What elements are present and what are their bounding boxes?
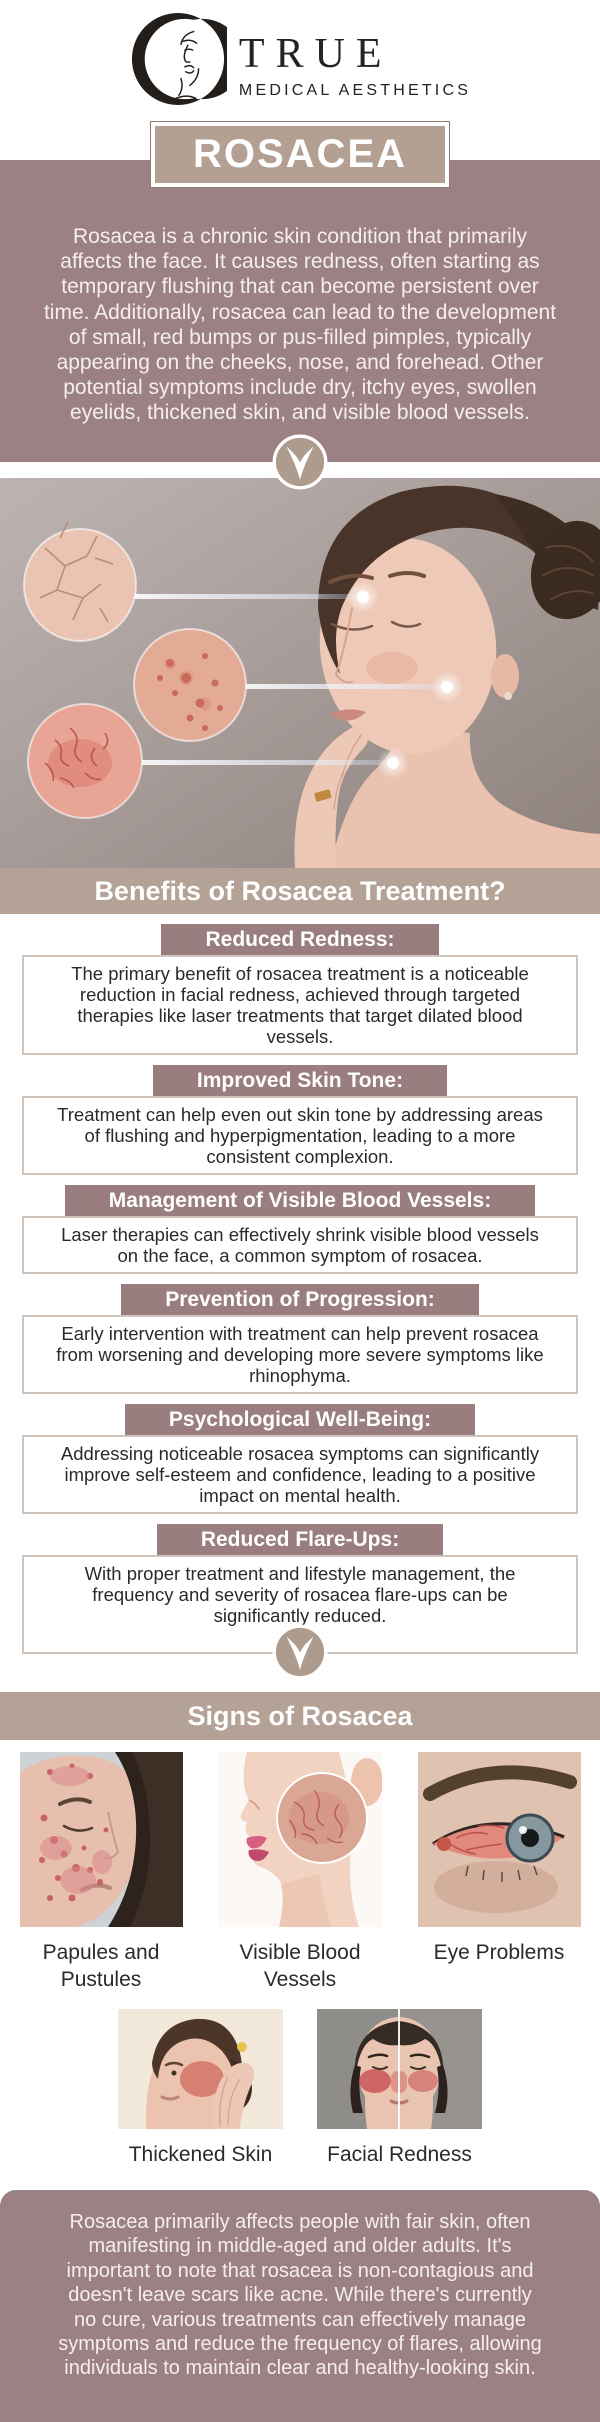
benefit-item: Prevention of Progression: Early interve…	[22, 1284, 578, 1394]
signs-heading: Signs of Rosacea	[187, 1701, 413, 1731]
chevron-down-icon	[272, 1624, 328, 1680]
benefits-heading: Benefits of Rosacea Treatment?	[94, 876, 506, 906]
benefit-body: Early intervention with treatment can he…	[22, 1315, 578, 1394]
brand-subtitle: MEDICAL AESTHETICS	[238, 81, 472, 99]
benefit-title: Improved Skin Tone:	[152, 1065, 448, 1097]
sign-card-blood-vessels: Visible Blood Vessels	[218, 1752, 382, 1993]
signs-row-2: Thickened Skin Facial Red	[0, 2009, 600, 2168]
sign-label: Visible Blood Vessels	[239, 1941, 361, 1991]
page-title-box: ROSACEA	[150, 122, 450, 187]
benefit-body: With proper treatment and lifestyle mana…	[22, 1555, 578, 1680]
benefit-title: Reduced Flare-Ups:	[156, 1524, 444, 1556]
benefit-body-text: With proper treatment and lifestyle mana…	[84, 1563, 516, 1626]
zoom-circle-dry-skin	[23, 521, 137, 642]
benefit-item: Management of Visible Blood Vessels: Las…	[22, 1185, 578, 1274]
benefit-body: Treatment can help even out skin tone by…	[22, 1096, 578, 1175]
sign-label: Facial Redness	[327, 2143, 472, 2166]
benefits-list: Reduced Redness: The primary benefit of …	[0, 914, 600, 1680]
sign-card-thickened-skin: Thickened Skin	[118, 2009, 283, 2168]
thickened-skin-photo	[118, 2009, 283, 2129]
footer-section: Rosacea primarily affects people with fa…	[0, 2190, 600, 2422]
benefit-item: Reduced Flare-Ups: With proper treatment…	[22, 1524, 578, 1680]
facial-redness-before-after-photo	[317, 2009, 482, 2129]
zoom-circle-vessels	[27, 703, 143, 819]
zoom-circle-papules	[133, 628, 247, 742]
irritated-red-eye-photo	[417, 1752, 581, 1927]
chevron-down-icon	[272, 434, 328, 490]
benefit-title: Prevention of Progression:	[121, 1284, 479, 1316]
sign-label: Papules and Pustules	[42, 1941, 160, 1991]
page-title: ROSACEA	[192, 132, 408, 176]
benefit-title: Reduced Redness:	[161, 924, 439, 956]
vessel-inset-circle	[275, 1772, 368, 1864]
sign-card-papules: Papules and Pustules	[19, 1752, 183, 1993]
benefit-body: Addressing noticeable rosacea symptoms c…	[22, 1435, 578, 1514]
woman-skin-analysis-illustration	[0, 478, 600, 868]
signs-row-1: Papules and Pustules	[0, 1752, 600, 1993]
brand-text: TRUE MEDICAL AESTHETICS	[239, 33, 471, 100]
brand-name: TRUE	[238, 30, 393, 77]
brand-logo: TRUE MEDICAL AESTHETICS	[129, 10, 471, 108]
hero-photo	[0, 478, 600, 868]
intro-section: Rosacea is a chronic skin condition that…	[0, 160, 600, 462]
crescent-face-icon	[131, 12, 227, 106]
sign-label: Thickened Skin	[128, 2143, 273, 2166]
benefit-body: Laser therapies can effectively shrink v…	[22, 1216, 578, 1274]
beam-lines	[132, 594, 448, 765]
benefit-item: Reduced Redness: The primary benefit of …	[22, 924, 578, 1055]
papules-pustules-photo	[19, 1752, 183, 1927]
intro-text: Rosacea is a chronic skin condition that…	[43, 225, 557, 425]
sign-card-facial-redness: Facial Redness	[317, 2009, 482, 2168]
sign-label: Eye Problems	[433, 1941, 565, 1964]
benefit-item: Improved Skin Tone: Treatment can help e…	[22, 1065, 578, 1175]
benefit-title: Management of Visible Blood Vessels:	[64, 1185, 536, 1217]
benefits-heading-band: Benefits of Rosacea Treatment?	[0, 868, 600, 914]
benefit-title: Psychological Well-Being:	[124, 1404, 476, 1436]
benefit-body: The primary benefit of rosacea treatment…	[22, 955, 578, 1055]
benefit-item: Psychological Well-Being: Addressing not…	[22, 1404, 578, 1514]
beam-glow-points	[347, 581, 463, 779]
signs-heading-band: Signs of Rosacea	[0, 1692, 600, 1740]
sign-card-eye: Eye Problems	[417, 1752, 581, 1966]
visible-blood-vessels-photo	[218, 1752, 382, 1927]
footer-text: Rosacea primarily affects people with fa…	[58, 2211, 542, 2380]
